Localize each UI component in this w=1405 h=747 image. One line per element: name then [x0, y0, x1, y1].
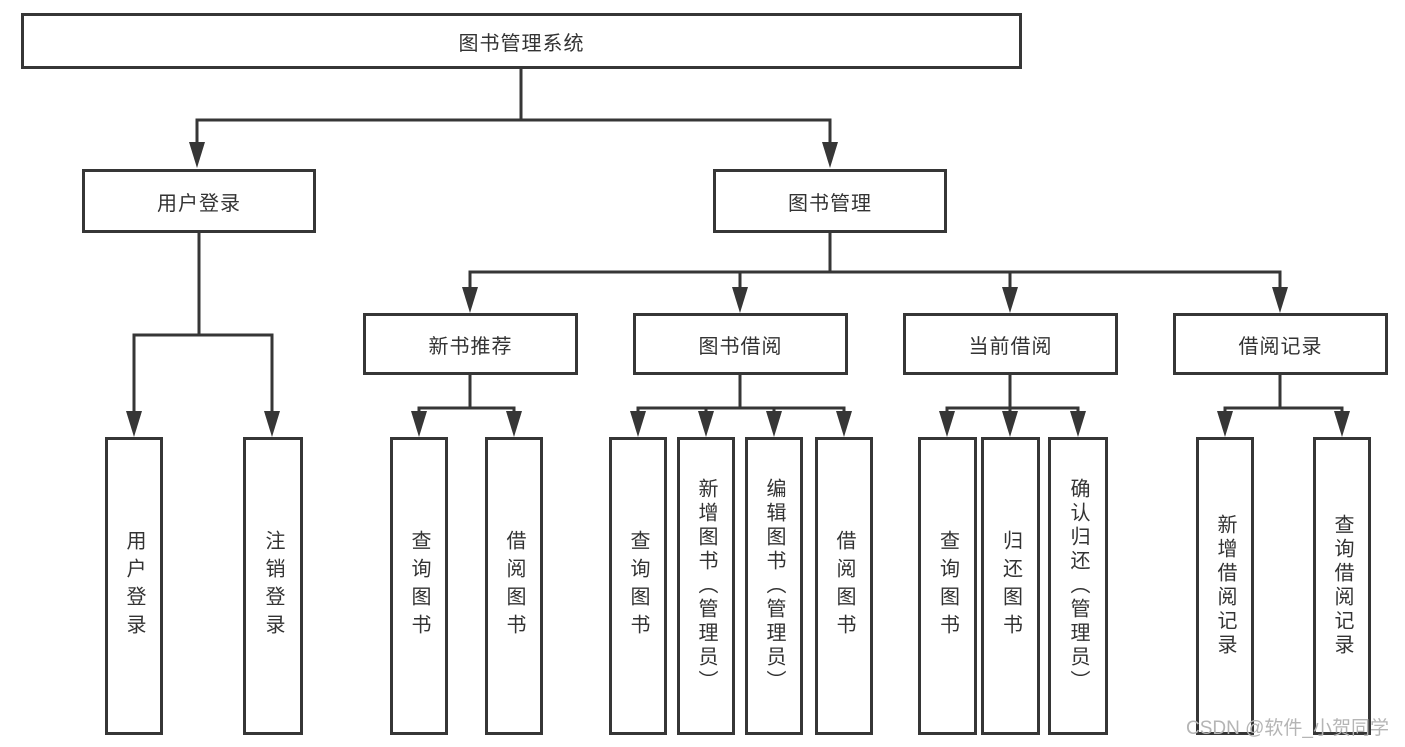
node-user-login: 用户登录 [82, 169, 316, 233]
leaf-borrow-edit-admin: 编辑图书（管理员） [745, 437, 803, 735]
node-current-borrow: 当前借阅 [903, 313, 1118, 375]
node-borrow-record-label: 借阅记录 [1238, 335, 1323, 358]
node-borrow-record: 借阅记录 [1173, 313, 1388, 375]
leaf-current-return: 归还图书 [981, 437, 1040, 735]
leaf-borrow-book: 借阅图书 [815, 437, 873, 735]
leaf-newbook-borrow-label: 借阅图书 [503, 530, 525, 642]
node-root: 图书管理系统 [21, 13, 1022, 69]
node-book-borrow-label: 图书借阅 [698, 335, 783, 358]
node-new-book-recommend-label: 新书推荐 [428, 335, 513, 358]
leaf-borrow-query: 查询图书 [609, 437, 667, 735]
leaf-newbook-borrow: 借阅图书 [485, 437, 543, 735]
node-book-management: 图书管理 [713, 169, 947, 233]
leaf-current-query-label: 查询图书 [936, 530, 959, 642]
leaf-user-login: 用户登录 [105, 437, 163, 735]
leaf-borrow-add-admin-label: 新增图书（管理员） [695, 478, 717, 694]
leaf-borrow-edit-admin-label: 编辑图书（管理员） [763, 478, 785, 694]
leaf-borrow-book-label: 借阅图书 [833, 530, 855, 642]
leaf-borrow-query-label: 查询图书 [627, 530, 649, 642]
node-current-borrow-label: 当前借阅 [968, 335, 1053, 358]
node-root-label: 图书管理系统 [458, 32, 585, 55]
leaf-user-login-label: 用户登录 [123, 530, 145, 642]
node-book-borrow: 图书借阅 [633, 313, 848, 375]
node-user-login-label: 用户登录 [157, 192, 241, 215]
csdn-watermark: CSDN @软件_小贺同学 [1186, 718, 1389, 739]
arrowheads [126, 142, 1350, 437]
leaf-current-return-label: 归还图书 [999, 530, 1022, 642]
leaf-record-add: 新增借阅记录 [1196, 437, 1254, 735]
leaf-borrow-add-admin: 新增图书（管理员） [677, 437, 735, 735]
leaf-record-query-label: 查询借阅记录 [1331, 514, 1353, 658]
leaf-record-add-label: 新增借阅记录 [1214, 514, 1236, 658]
leaf-current-confirm-admin-label: 确认归还（管理员） [1067, 478, 1089, 694]
leaf-newbook-query-label: 查询图书 [408, 530, 430, 642]
node-book-management-label: 图书管理 [788, 192, 872, 215]
leaf-logout-label: 注销登录 [262, 530, 284, 642]
leaf-record-query: 查询借阅记录 [1313, 437, 1371, 735]
node-new-book-recommend: 新书推荐 [363, 313, 578, 375]
leaf-current-confirm-admin: 确认归还（管理员） [1048, 437, 1108, 735]
leaf-newbook-query: 查询图书 [390, 437, 448, 735]
leaf-logout: 注销登录 [243, 437, 303, 735]
leaf-current-query: 查询图书 [918, 437, 977, 735]
